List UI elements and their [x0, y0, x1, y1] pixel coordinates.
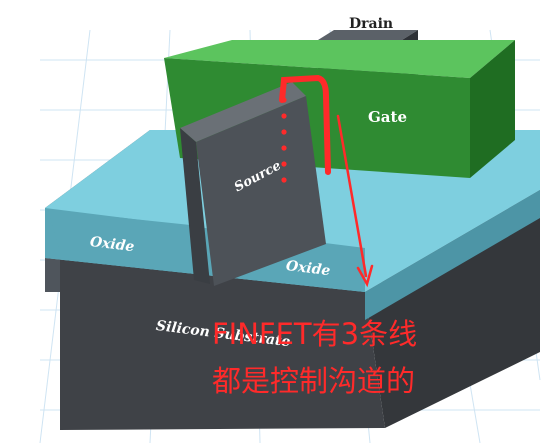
annotation-line-2: 都是控制沟道的 [212, 364, 416, 398]
red-annotation-marks [279, 74, 374, 288]
drain-label: Drain [349, 16, 394, 32]
gate-label: Gate [368, 108, 408, 126]
source-fin [180, 82, 326, 286]
annotation-line-1: FINFET有3条线 [212, 317, 418, 351]
